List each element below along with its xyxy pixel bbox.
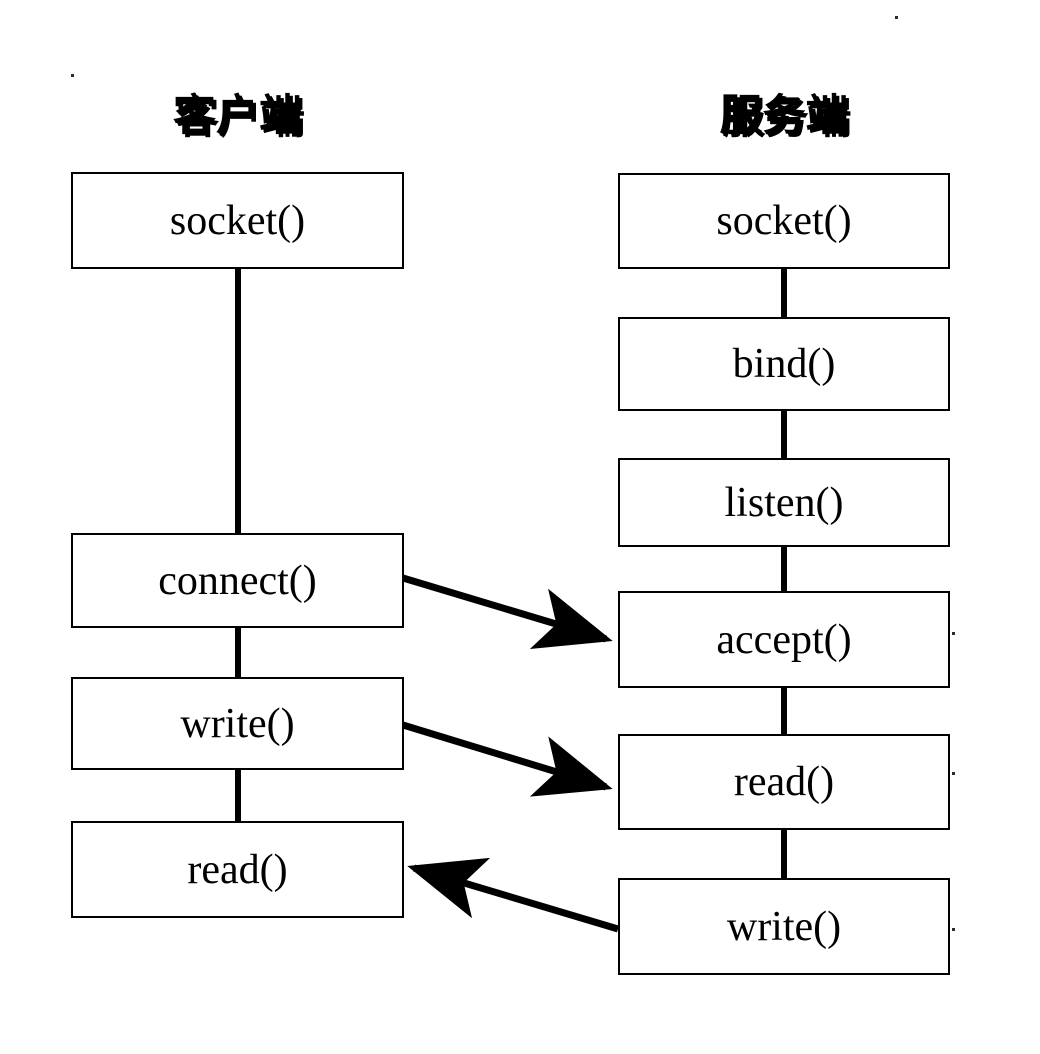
arrow-server-write-to-client-read [407,857,620,933]
node-client-connect-label: connect() [158,557,317,604]
node-server-read[interactable]: read() [618,734,950,830]
connector-server-bind-to-listen [781,410,787,460]
connector-server-listen-to-accept [781,545,787,592]
node-client-connect[interactable]: connect() [71,533,404,628]
node-server-bind-label: bind() [732,341,836,387]
node-server-write[interactable]: write() [618,878,950,975]
connector-client-write-to-read [235,768,241,822]
connector-server-accept-to-read [781,686,787,736]
scan-speck [952,772,955,775]
node-client-socket-label: socket() [169,197,306,244]
client-column-heading: 客户端 [173,91,302,141]
connector-server-socket-to-bind [781,268,787,319]
server-column-heading: 服务端 [719,91,849,141]
node-server-listen-label: listen() [724,479,844,526]
node-server-socket[interactable]: socket() [618,173,950,269]
node-server-read-label: read() [733,759,835,805]
connector-server-read-to-write [781,828,787,880]
node-client-write-label: write() [180,700,295,747]
connector-client-connect-to-write [235,626,241,678]
node-client-write[interactable]: write() [71,677,404,770]
scan-speck [71,74,74,77]
node-server-bind[interactable]: bind() [618,317,950,411]
node-server-accept-label: accept() [716,616,852,663]
node-client-read-label: read() [187,846,288,893]
connector-client-socket-to-connect [235,268,241,533]
arrow-connect-to-accept [401,574,613,650]
node-server-write-label: write() [726,903,842,950]
node-server-accept[interactable]: accept() [618,591,950,688]
arrow-write-to-read [401,721,613,797]
scan-speck [895,16,898,19]
scan-speck [952,632,955,635]
node-server-socket-label: socket() [716,198,852,244]
node-client-read[interactable]: read() [71,821,404,918]
scan-speck [952,928,955,931]
node-client-socket[interactable]: socket() [71,172,404,269]
node-server-listen[interactable]: listen() [618,458,950,547]
